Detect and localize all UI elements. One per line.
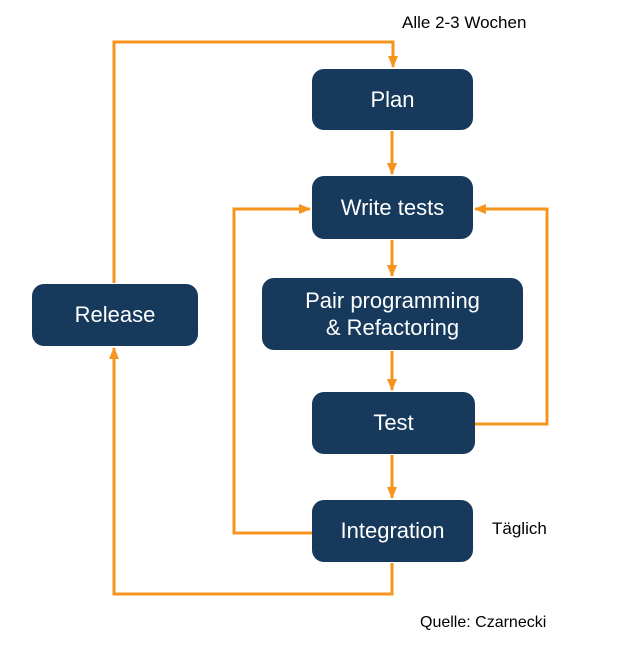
source-credit-label: Quelle: Czarnecki xyxy=(420,614,547,631)
cycle-frequency-label: Alle 2-3 Wochen xyxy=(402,13,527,32)
edge-integration-to-write-tests-loop-left xyxy=(232,204,312,535)
node-release: Release xyxy=(32,284,198,346)
daily-frequency-label: Täglich xyxy=(492,519,547,538)
node-test: Test xyxy=(312,392,475,454)
node-write-tests: Write tests xyxy=(312,176,473,239)
node-pair-programming-refactoring: Pair programming & Refactoring xyxy=(262,278,523,350)
edge-integration-to-release-loop-bottom xyxy=(109,347,394,596)
edge-release-to-plan-loop-top xyxy=(112,40,398,283)
node-plan: Plan xyxy=(312,69,473,130)
node-integration: Integration xyxy=(312,500,473,562)
edge-test-to-write-tests-loop-right xyxy=(474,204,549,426)
